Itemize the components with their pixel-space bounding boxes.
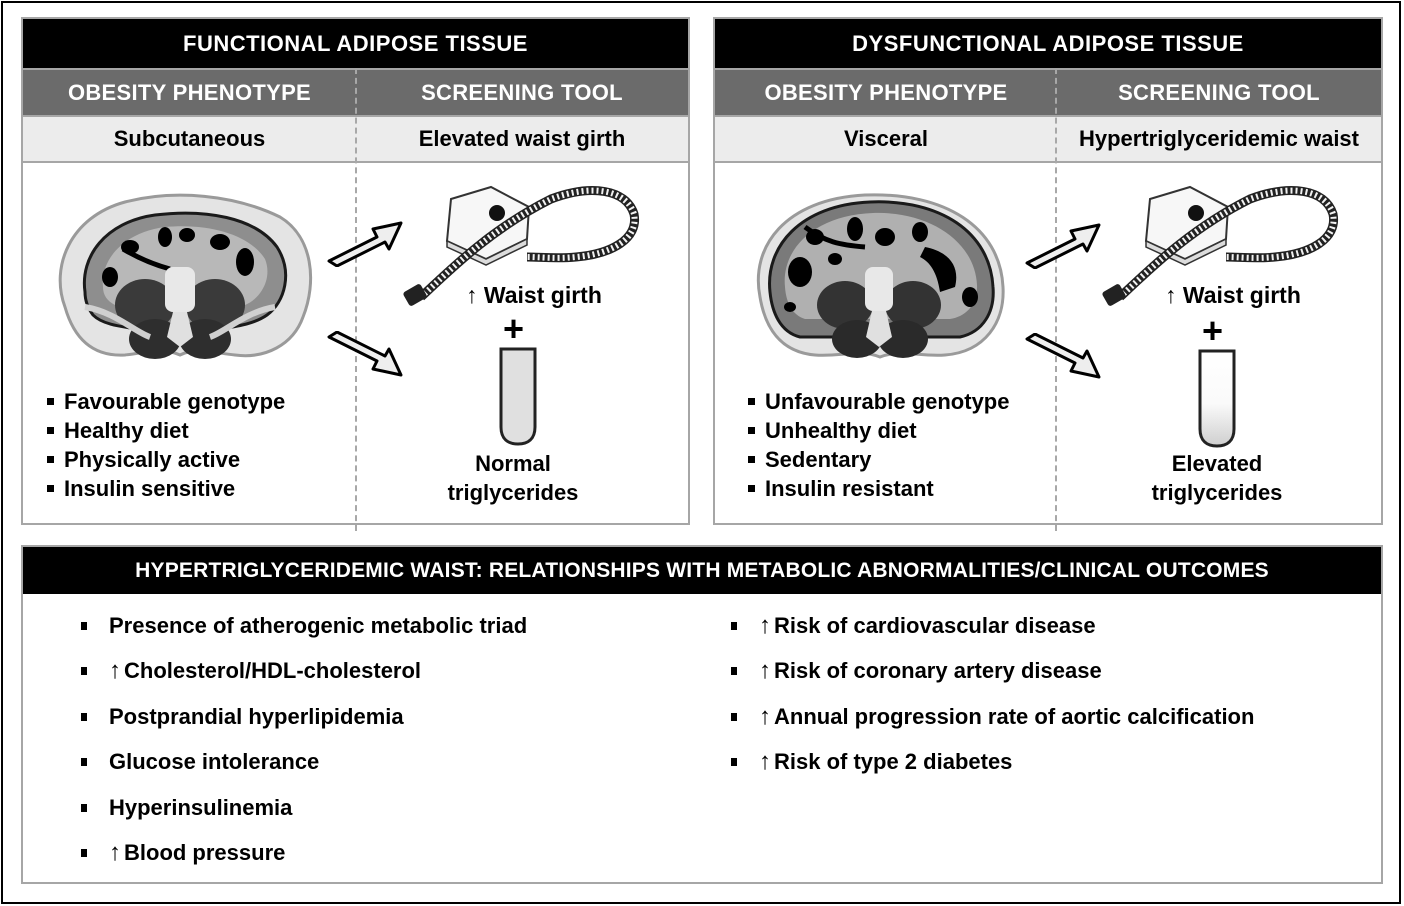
- screening-tool-header: SCREENING TOOL: [421, 79, 623, 105]
- outcomes-panel: HYPERTRIGLYCERIDEMIC WAIST: RELATIONSHIP…: [21, 545, 1383, 884]
- bullet-icon: [81, 621, 87, 630]
- increase-arrow-icon: ↑: [759, 748, 771, 776]
- waist-girth-label: ↑ Waist girth: [466, 282, 602, 308]
- bullet-icon: [81, 803, 87, 812]
- obesity-phenotype-header: OBESITY PHENOTYPE: [67, 79, 312, 105]
- functional-panel: FUNCTIONAL ADIPOSE TISSUE OBESITY PHENOT…: [21, 17, 690, 531]
- obesity-phenotype-header: OBESITY PHENOTYPE: [764, 79, 1008, 105]
- dysfunctional-title: DYSFUNCTIONAL ADIPOSE TISSUE: [715, 19, 1381, 68]
- test-tube-icon: [1198, 349, 1236, 448]
- trait-item: Insulin resistant: [748, 474, 1009, 503]
- column-divider: [355, 68, 357, 531]
- dysfunctional-column-headers: OBESITY PHENOTYPE SCREENING TOOL: [715, 68, 1381, 115]
- trait-item: Unfavourable genotype: [748, 387, 1009, 416]
- bullet-icon: [47, 485, 54, 492]
- increase-arrow-icon: ↑: [759, 702, 771, 730]
- outcome-item: ↑Cholesterol/HDL-cholesterol: [81, 649, 527, 695]
- phenotype-value: Subcutaneous: [113, 126, 266, 151]
- trait-item: Physically active: [47, 445, 285, 474]
- bullet-icon: [731, 758, 737, 767]
- waist-girth-label: ↑ Waist girth: [1165, 282, 1301, 308]
- column-divider: [1055, 68, 1057, 531]
- trait-item: Healthy diet: [47, 416, 285, 445]
- outcome-item: ↑Blood pressure: [81, 831, 527, 877]
- screening-tool-header: SCREENING TOOL: [1118, 79, 1320, 105]
- increase-arrow-icon: ↑: [759, 657, 771, 685]
- arrow-up-right-icon: [327, 221, 403, 267]
- triglycerides-label: Elevated triglycerides: [1151, 451, 1283, 505]
- phenotype-value: Visceral: [843, 126, 928, 151]
- tape-measure-icon: [403, 185, 640, 306]
- increase-arrow-icon: ↑: [759, 611, 771, 639]
- functional-traits-list: Favourable genotype Healthy diet Physica…: [47, 387, 285, 503]
- outcome-item: Hyperinsulinemia: [81, 785, 527, 831]
- bullet-icon: [748, 427, 755, 434]
- dysfunctional-traits-list: Unfavourable genotype Unhealthy diet Sed…: [748, 387, 1009, 503]
- outcome-item: Postprandial hyperlipidemia: [81, 694, 527, 740]
- bullet-icon: [81, 712, 87, 721]
- bullet-icon: [748, 485, 755, 492]
- trait-item: Insulin sensitive: [47, 474, 285, 503]
- screening-tool-value: Elevated waist girth: [418, 126, 626, 151]
- outcome-item: ↑Risk of type 2 diabetes: [731, 740, 1254, 786]
- outcome-item: Glucose intolerance: [81, 740, 527, 786]
- abdomen-cross-section-subcutaneous-icon: [58, 193, 313, 359]
- bullet-icon: [81, 758, 87, 767]
- dysfunctional-subheaders: Visceral Hypertriglyceridemic waist: [715, 115, 1381, 163]
- arrow-down-right-icon: [327, 331, 403, 377]
- bullet-icon: [81, 849, 87, 858]
- bullet-icon: [81, 667, 87, 676]
- bullet-icon: [47, 398, 54, 405]
- tape-measure-icon: [1102, 185, 1339, 306]
- trait-item: Favourable genotype: [47, 387, 285, 416]
- outcome-item: ↑Annual progression rate of aortic calci…: [731, 694, 1254, 740]
- bullet-icon: [47, 427, 54, 434]
- triglycerides-label: Normal triglycerides: [447, 451, 579, 505]
- outcomes-title: HYPERTRIGLYCERIDEMIC WAIST: RELATIONSHIP…: [23, 547, 1381, 594]
- trait-item: Sedentary: [748, 445, 1009, 474]
- screening-tool-value: Hypertriglyceridemic waist: [1078, 126, 1359, 151]
- functional-title: FUNCTIONAL ADIPOSE TISSUE: [23, 19, 688, 68]
- test-tube-icon: [499, 347, 537, 446]
- increase-arrow-icon: ↑: [109, 839, 121, 867]
- outcomes-left-list: Presence of atherogenic metabolic triad …: [81, 603, 527, 876]
- bullet-icon: [731, 621, 737, 630]
- dysfunctional-panel: DYSFUNCTIONAL ADIPOSE TISSUE OBESITY PHE…: [713, 17, 1383, 531]
- arrow-down-right-icon: [1025, 333, 1101, 379]
- outcome-item: Presence of atherogenic metabolic triad: [81, 603, 527, 649]
- bullet-icon: [748, 398, 755, 405]
- outcome-item: ↑Risk of coronary artery disease: [731, 649, 1254, 695]
- bullet-icon: [731, 712, 737, 721]
- bullet-icon: [47, 456, 54, 463]
- outcome-item: ↑Risk of cardiovascular disease: [731, 603, 1254, 649]
- abdomen-cross-section-visceral-icon: [756, 193, 1005, 359]
- trait-item: Unhealthy diet: [748, 416, 1009, 445]
- plus-icon: +: [1202, 310, 1224, 351]
- bullet-icon: [748, 456, 755, 463]
- outcomes-right-list: ↑Risk of cardiovascular disease ↑Risk of…: [731, 603, 1254, 785]
- bullet-icon: [731, 667, 737, 676]
- arrow-up-right-icon: [1025, 223, 1101, 269]
- plus-icon: +: [503, 308, 525, 349]
- increase-arrow-icon: ↑: [109, 657, 121, 685]
